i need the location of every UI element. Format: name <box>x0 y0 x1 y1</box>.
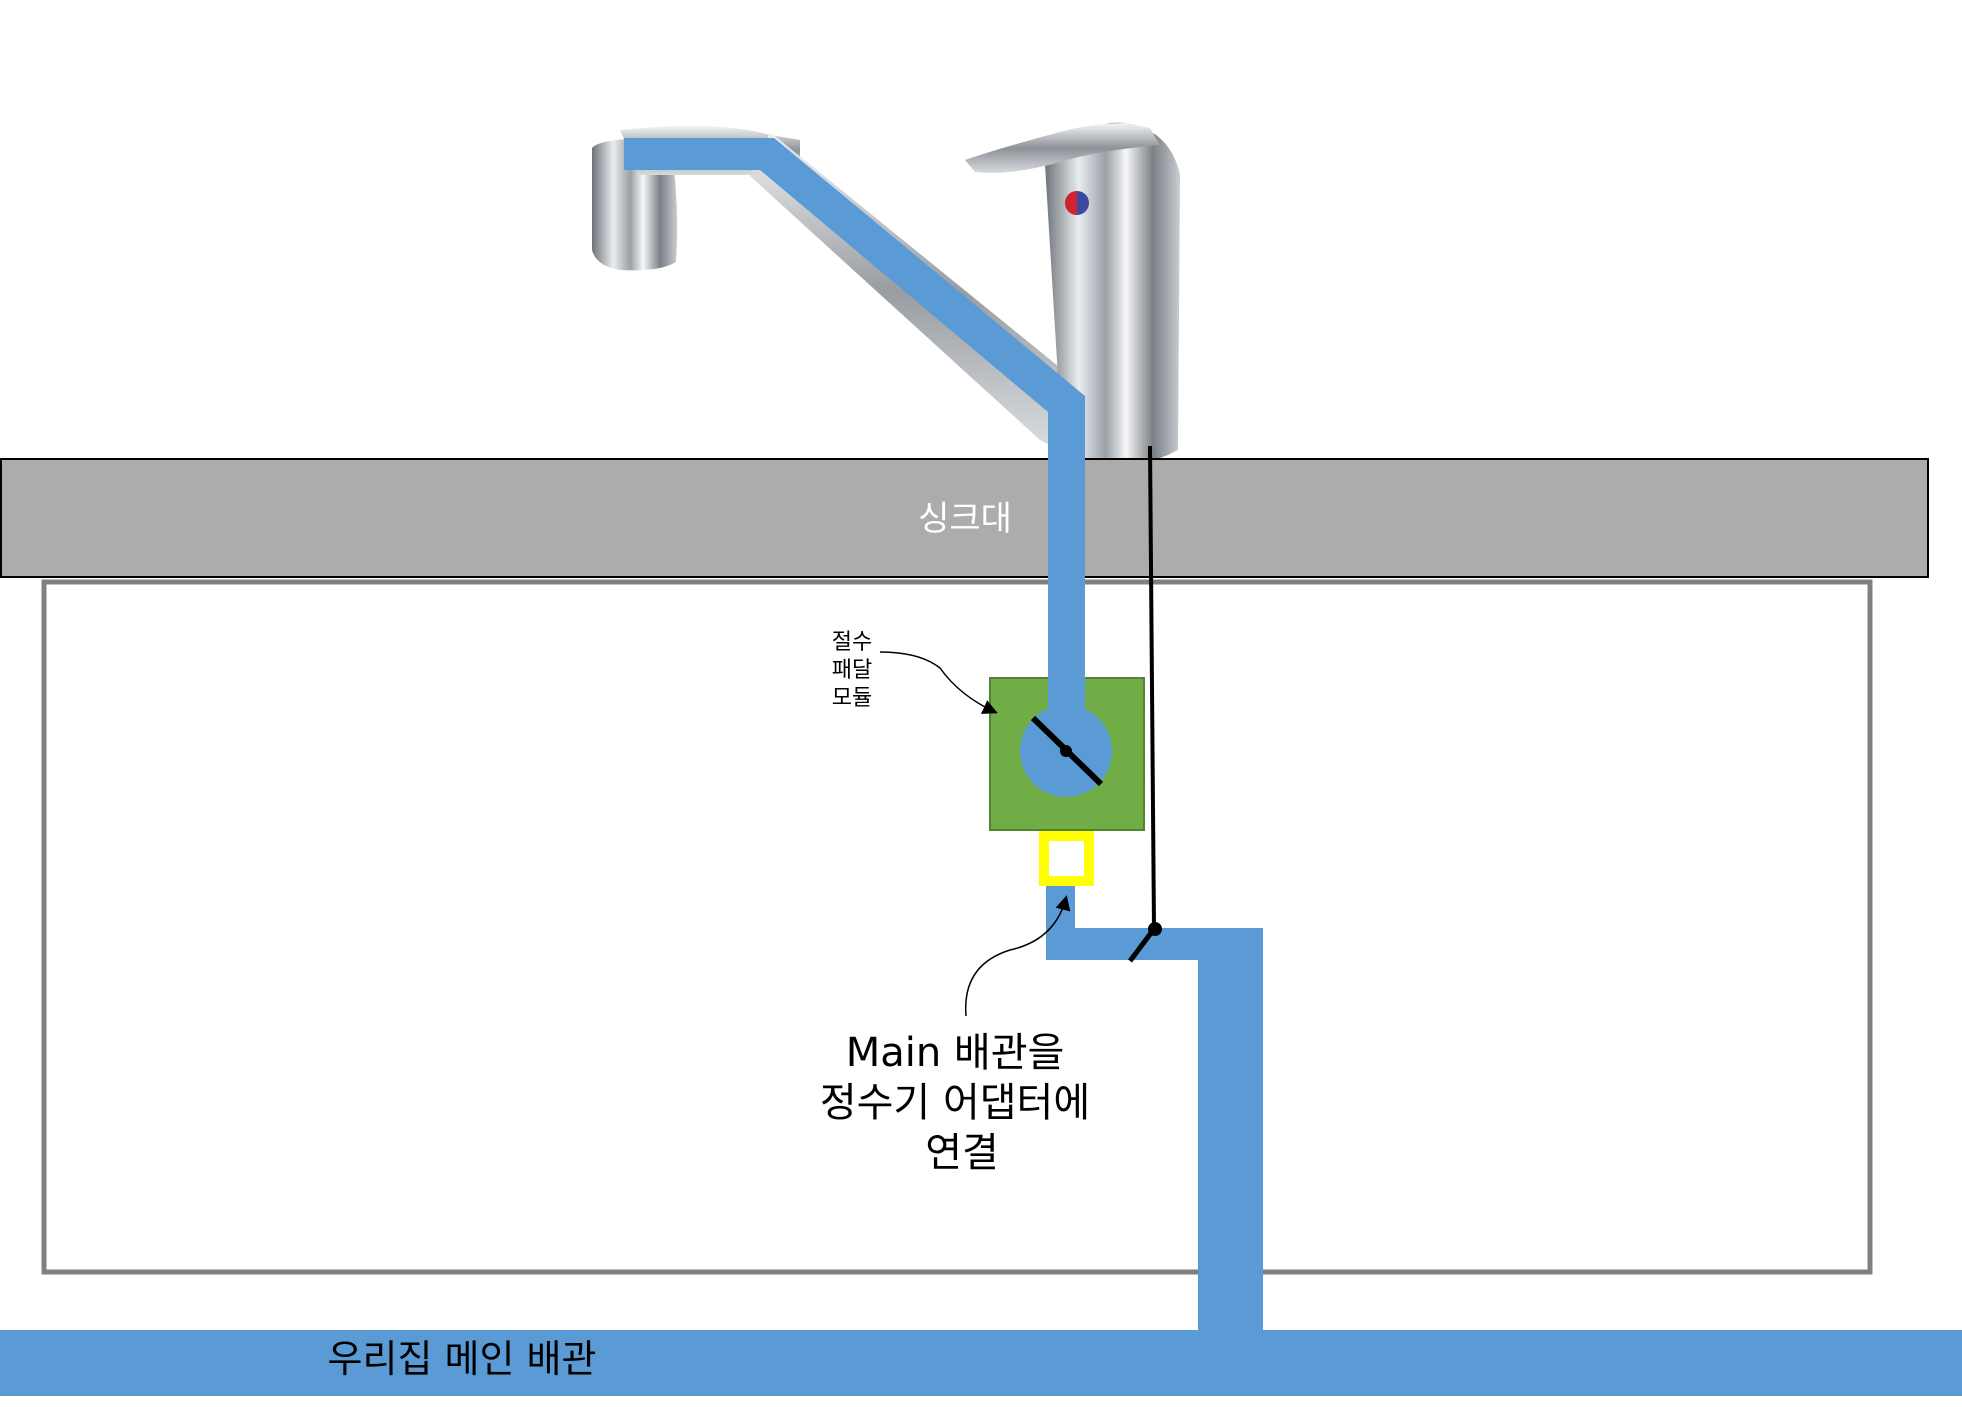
module-label-line3: 모듈 <box>832 686 872 711</box>
adapter-label-line3: 연결 <box>925 1130 999 1176</box>
module-pointer <box>879 651 998 714</box>
module-label-line2: 패달 <box>832 658 872 683</box>
faucet-pipe-through-counter <box>1048 458 1085 578</box>
main-pipe-label: 우리집 메인 배관 <box>328 1337 597 1381</box>
faucet-water-path <box>624 138 1085 584</box>
wire-lever <box>1128 927 1156 963</box>
adapter-annotation: Main 배관을 정수기 어댑터에 연결 <box>820 895 1090 1176</box>
riser-pipe <box>1046 884 1263 1330</box>
adapter-label-line1: Main 배관을 <box>846 1030 1065 1076</box>
wire-joint <box>1148 922 1162 936</box>
adapter-label-line2: 정수기 어댑터에 <box>820 1080 1090 1126</box>
sink-counter <box>0 458 1929 578</box>
module-inlet-pipe <box>1048 577 1085 719</box>
module-label-line1: 절수 <box>832 630 872 655</box>
main-pipe <box>0 1330 1962 1396</box>
valve-pivot <box>1060 745 1072 757</box>
adapter-pointer <box>964 895 1071 1017</box>
module-annotation: 절수 패달 모듈 <box>832 630 998 714</box>
purifier-adapter <box>1039 831 1094 886</box>
faucet-icon <box>592 122 1180 469</box>
sink-cabinet <box>41 579 1873 1275</box>
sink-label: 싱크대 <box>918 499 1012 539</box>
control-wire <box>1148 445 1156 930</box>
